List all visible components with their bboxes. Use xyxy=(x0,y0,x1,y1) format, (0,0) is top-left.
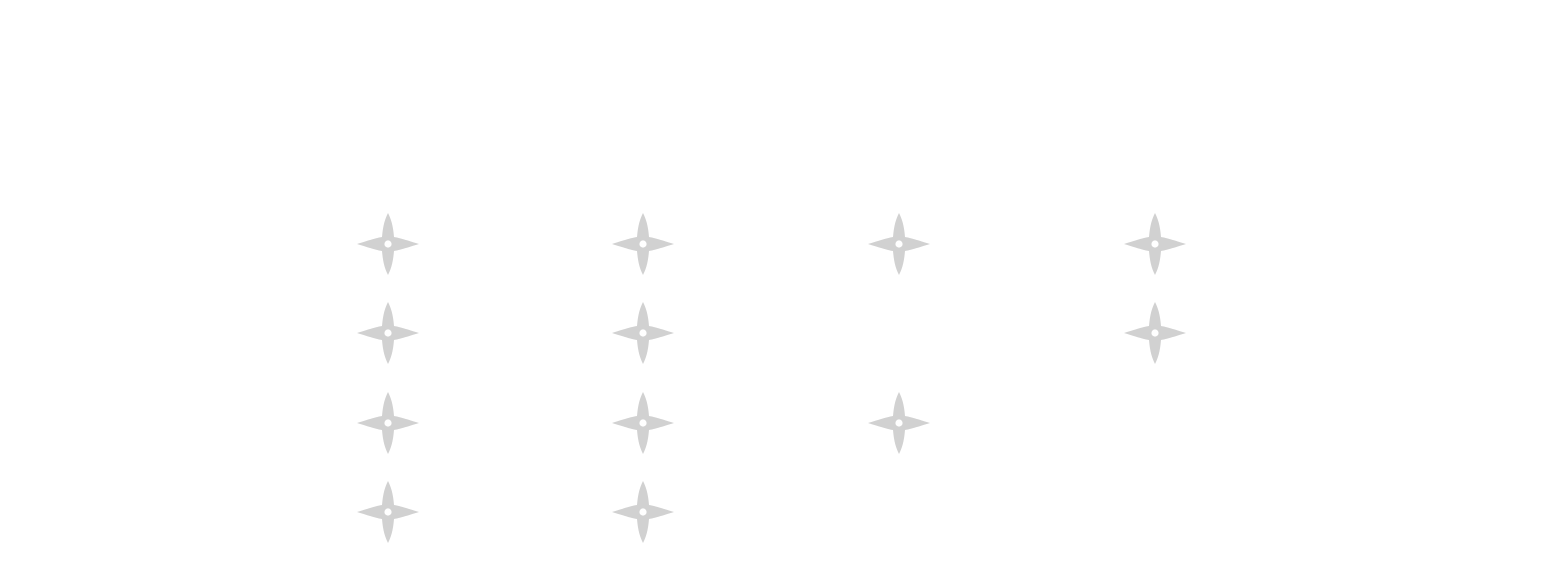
sparkle-icon xyxy=(357,392,419,454)
sparkle-icon xyxy=(357,213,419,275)
sparkle-icon xyxy=(612,302,674,364)
sparkle-column-4 xyxy=(1124,0,1186,563)
sparkle-icon xyxy=(612,392,674,454)
sparkle-column-3 xyxy=(868,0,930,563)
sparkle-icon xyxy=(357,481,419,543)
sparkle-icon xyxy=(612,213,674,275)
sparkle-icon xyxy=(868,392,930,454)
sparkle-column-2 xyxy=(612,0,674,563)
sparkle-icon xyxy=(612,481,674,543)
sparkle-column-1 xyxy=(357,0,419,563)
sparkle-icon xyxy=(868,213,930,275)
sparkle-icon xyxy=(357,302,419,364)
sparkle-icon xyxy=(1124,302,1186,364)
sparkle-icon xyxy=(1124,213,1186,275)
